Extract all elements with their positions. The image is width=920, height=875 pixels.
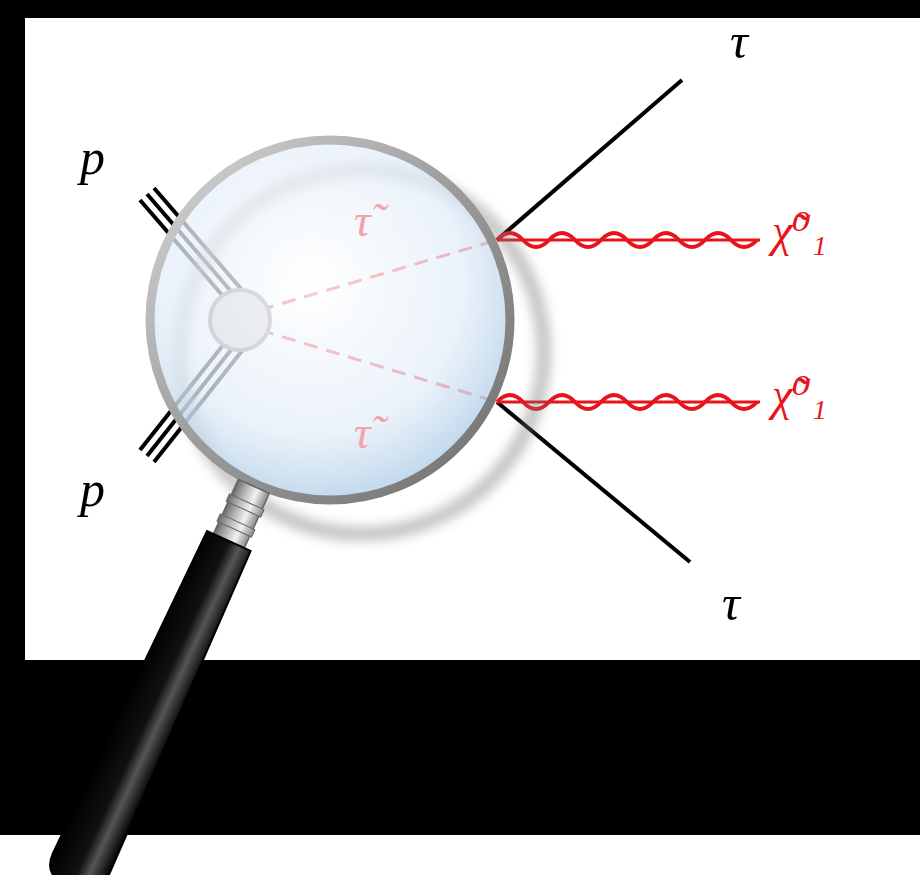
particle-label: τ <box>728 14 750 68</box>
particle-label: τ <box>720 576 742 630</box>
lens-rim <box>150 140 510 500</box>
white-strip <box>0 835 920 875</box>
magnifier-handle <box>43 474 282 875</box>
particle-label: p <box>78 130 107 184</box>
particle-label: χ̃⁰₁ <box>770 370 829 420</box>
particle-label: τ̃ <box>352 196 372 246</box>
particle-label: τ̃ <box>352 408 372 458</box>
white-panel <box>25 18 920 660</box>
particle-label: χ̃⁰₁ <box>770 206 829 256</box>
tau-lines <box>497 80 690 562</box>
particle-label: p <box>78 462 107 516</box>
